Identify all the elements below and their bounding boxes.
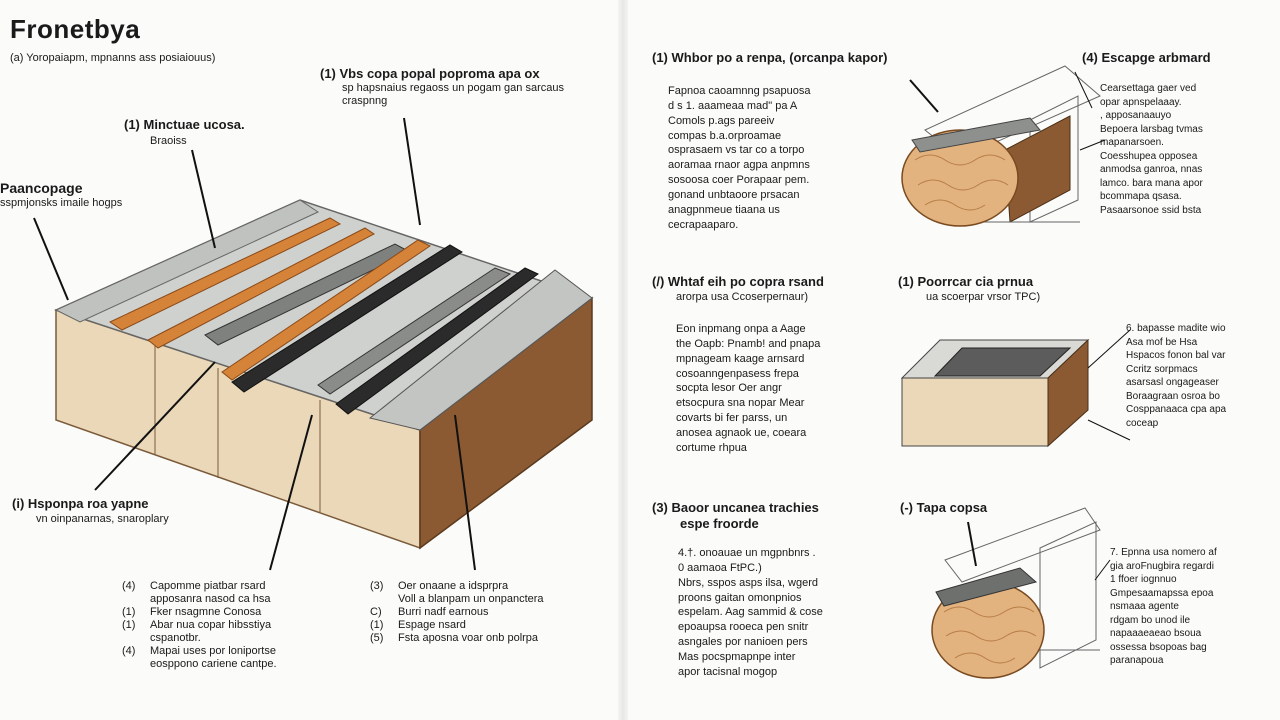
block-side: [1047, 338, 1089, 448]
section-2-mid-sub: ua scoerpar vrsor TPC): [926, 291, 1041, 303]
section-3-mid-heading: (-) Tapa copsa: [900, 500, 988, 515]
note-item: C) Burri nadf earnous: [370, 605, 489, 618]
leader-line: [269, 414, 313, 571]
textured-strip: [933, 347, 1072, 377]
section-2-callout: 6. bapasse madite wio Asa mof be Hsa Hsp…: [1126, 323, 1227, 429]
section-2-sub: arorpa usa Ccoserpernaur): [676, 291, 809, 303]
wood-texture: [943, 606, 1037, 664]
section-3-sub: espe froorde: [680, 516, 759, 531]
section-3-body: 4.†. onoauae un mgpnbnrs . 0 aamaoa FtPC…: [678, 547, 823, 678]
leader-line: [403, 117, 421, 226]
page-subtitle: (a) Yoropaiapm, mpnanns ass posiaiouus): [10, 52, 216, 64]
leader-line: [909, 79, 939, 113]
orange-seal: [147, 227, 375, 349]
grey-gasket: [317, 267, 512, 395]
label-top-center-sub: sp hapsnaius regaoss un pogam gan sarcau…: [342, 82, 564, 107]
leader-line: [1074, 71, 1093, 109]
slab-strip: [368, 269, 593, 431]
leader-line: [1087, 419, 1131, 441]
grey-gasket: [204, 243, 412, 346]
label-mid-sub: Braoiss: [150, 135, 187, 147]
slab-strip: [54, 199, 320, 323]
section-1-body: Fapnoa caoamnng psapuosa d s 1. aaameaa …: [668, 85, 811, 231]
log-end: [901, 129, 1019, 227]
section-1-heading: (1) Whbor po a renpa, (orcanpa kapor): [652, 50, 888, 65]
log-illustration-top: [901, 65, 1106, 227]
log-illustration-bottom: [931, 507, 1111, 679]
label-left-heading: Paancopage: [0, 180, 83, 196]
leader-line: [94, 361, 216, 491]
leader-line: [33, 217, 69, 301]
block-top: [900, 339, 1090, 379]
label-bottom-left-heading: (i) Hsponpa roa yapne: [12, 496, 149, 511]
section-2-body: Eon inpmang onpa a Aage the Oapb: Pnamb!…: [676, 323, 821, 454]
block-top-face: [53, 199, 594, 431]
orange-seal: [221, 239, 431, 381]
leader-line: [1087, 329, 1131, 369]
log-end: [931, 581, 1045, 679]
label-left-sub: sspmjonsks imaile hogps: [0, 197, 123, 209]
block-side-face: [419, 296, 593, 550]
note-item: (5) Fsta aposna voar onb polrpa: [370, 631, 539, 644]
section-1-callout-heading: (4) Escapge arbmard: [1082, 50, 1211, 65]
leader-line: [454, 414, 476, 571]
label-top-center-heading: (1) Vbs copa popal poproma apa ox: [320, 66, 540, 81]
wireframe: [1029, 95, 1079, 223]
rubber-strip: [335, 267, 539, 415]
section-3-callout: 7. Epnna usa nomero af gia aroFnugbira r…: [1110, 547, 1217, 666]
grey-cap: [911, 117, 1041, 153]
note-item: (1) Espage nsard: [370, 618, 466, 631]
wireframe: [924, 65, 1101, 159]
rubber-strip: [231, 244, 463, 393]
wireframe: [1039, 521, 1097, 669]
label-mid-heading: (1) Minctuae ucosa.: [124, 117, 245, 132]
orange-seal: [108, 217, 342, 331]
label-bottom-left-sub: vn oinpanarnas, snaroplary: [36, 513, 169, 525]
leader-line: [191, 149, 216, 249]
wireframe: [944, 507, 1101, 583]
leader-line: [967, 521, 977, 567]
section-3-heading: (3) Baoor uncanea trachies: [652, 500, 819, 515]
block-illustration-middle: [900, 329, 1131, 448]
wood-texture: [914, 154, 1009, 211]
page-title: Fronetbya: [10, 14, 141, 44]
section-2-heading: (/) Whtaf eih po copra rsand: [652, 274, 824, 289]
section-1-callout: Cearsettaga gaer ved opar apnspelaaay. ,…: [1100, 83, 1203, 216]
brown-face: [1004, 115, 1071, 223]
note-item: (1) Fker nsagmne Conosa: [122, 605, 262, 618]
grey-cap: [935, 567, 1038, 607]
block-front: [901, 377, 1049, 447]
page-gutter: [618, 0, 628, 720]
leader-line: [1094, 559, 1111, 581]
section-2-mid-heading: (1) Poorrcar cia prnua: [898, 274, 1034, 289]
